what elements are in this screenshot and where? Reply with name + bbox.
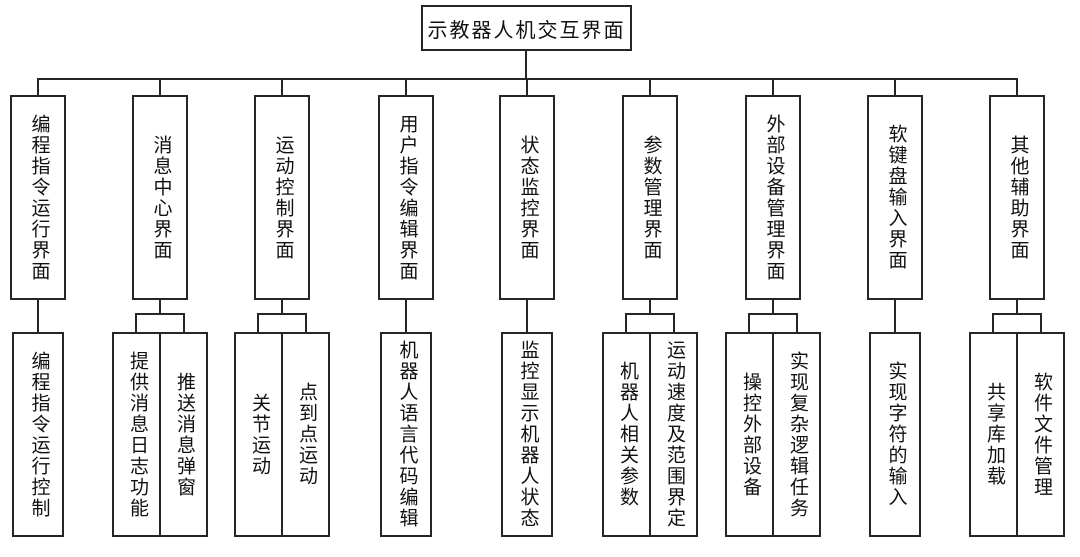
node-label: 运动控制界面	[272, 134, 294, 261]
node-label: 实现字符的输入	[885, 361, 907, 508]
node-label: 共享库加载	[983, 382, 1005, 487]
connector-bracket-drop	[183, 313, 185, 333]
node-message-popup: 推送消息弹窗	[159, 334, 206, 535]
connector-drop-col5	[526, 78, 528, 96]
connector-bracket-drop	[1040, 313, 1042, 333]
node-label: 其他辅助界面	[1007, 134, 1029, 261]
connector-bracket-drop	[625, 313, 627, 333]
connector-bracket-col7	[748, 313, 798, 315]
connector-stem-col2	[159, 298, 161, 315]
connector-drop-col9	[1016, 78, 1018, 96]
node-motion-control-ui: 运动控制界面	[254, 95, 310, 300]
node-label: 消息中心界面	[150, 134, 172, 261]
node-soft-keyboard-ui: 软键盘输入界面	[867, 95, 923, 300]
node-label: 操控外部设备	[739, 371, 761, 498]
connector-bracket-drop	[305, 313, 307, 333]
node-label: 状态监控界面	[517, 134, 539, 261]
node-char-input: 实现字符的输入	[869, 332, 921, 537]
root-label: 示教器人机交互界面	[427, 19, 626, 42]
connector-stem-col5	[526, 298, 528, 333]
node-pair-parameters: 机器人相关参数 运动速度及范围界定	[602, 332, 698, 537]
connector-bracket-col6	[625, 313, 675, 315]
node-label: 编程指令运行界面	[28, 113, 50, 282]
connector-bracket-drop	[796, 313, 798, 333]
connector-bracket-drop	[135, 313, 137, 333]
node-label: 编程指令运行控制	[28, 350, 50, 519]
node-ptp-motion: 点到点运动	[281, 334, 328, 535]
connector-stem-col8	[894, 298, 896, 333]
node-speed-range: 运动速度及范围界定	[649, 334, 696, 535]
node-label: 推送消息弹窗	[173, 371, 195, 498]
node-param-manage-ui: 参数管理界面	[622, 95, 678, 300]
connector-bracket-drop	[673, 313, 675, 333]
node-pair-motion-modes: 关节运动 点到点运动	[234, 332, 330, 537]
node-pair-external-device: 操控外部设备 实现复杂逻辑任务	[725, 332, 821, 537]
node-label: 机器人相关参数	[616, 361, 638, 508]
connector-bracket-col3	[257, 313, 307, 315]
node-label: 关节运动	[248, 392, 270, 477]
node-label: 机器人语言代码编辑	[396, 340, 418, 529]
node-label: 实现复杂逻辑任务	[786, 350, 808, 519]
node-robot-params: 机器人相关参数	[604, 334, 649, 535]
node-pair-aux-functions: 共享库加载 软件文件管理	[969, 332, 1065, 537]
node-label: 软键盘输入界面	[885, 124, 907, 271]
connector-drop-col3	[281, 78, 283, 96]
node-shared-lib-load: 共享库加载	[971, 334, 1016, 535]
node-software-file-manage: 软件文件管理	[1016, 334, 1063, 535]
node-robot-code-edit: 机器人语言代码编辑	[380, 332, 432, 537]
node-external-device-ui: 外部设备管理界面	[745, 95, 801, 300]
node-complex-logic-task: 实现复杂逻辑任务	[772, 334, 819, 535]
connector-stem-col7	[772, 298, 774, 315]
node-message-log-feature: 提供消息日志功能	[114, 334, 159, 535]
connector-stem-col3	[281, 298, 283, 315]
node-label: 监控显示机器人状态	[517, 340, 539, 529]
connector-stem-col1	[37, 298, 39, 333]
node-message-center-ui: 消息中心界面	[132, 95, 188, 300]
node-program-run-control: 编程指令运行控制	[12, 332, 64, 537]
node-label: 用户指令编辑界面	[396, 113, 418, 282]
connector-drop-col7	[772, 78, 774, 96]
node-label: 外部设备管理界面	[763, 113, 785, 282]
node-other-aux-ui: 其他辅助界面	[989, 95, 1045, 300]
connector-drop-col6	[649, 78, 651, 96]
diagram-root-node: 示教器人机交互界面	[421, 5, 632, 51]
node-robot-status-display: 监控显示机器人状态	[501, 332, 553, 537]
node-external-device-control: 操控外部设备	[727, 334, 772, 535]
connector-bracket-col9	[992, 313, 1042, 315]
connector-drop-col8	[894, 78, 896, 96]
connector-stem-col6	[649, 298, 651, 315]
connector-root-stem	[525, 49, 527, 78]
connector-drop-col1	[37, 78, 39, 96]
node-pair-message-functions: 提供消息日志功能 推送消息弹窗	[112, 332, 208, 537]
node-label: 提供消息日志功能	[126, 350, 148, 519]
connector-stem-col4	[405, 298, 407, 333]
connector-bracket-drop	[257, 313, 259, 333]
node-label: 软件文件管理	[1030, 371, 1052, 498]
connector-drop-col2	[159, 78, 161, 96]
connector-bracket-drop	[992, 313, 994, 333]
connector-stem-col9	[1016, 298, 1018, 315]
node-label: 参数管理界面	[640, 134, 662, 261]
connector-bracket-drop	[748, 313, 750, 333]
node-status-monitor-ui: 状态监控界面	[499, 95, 555, 300]
connector-bracket-col2	[135, 313, 185, 315]
node-label: 点到点运动	[295, 382, 317, 487]
node-user-command-edit-ui: 用户指令编辑界面	[378, 95, 434, 300]
connector-drop-col4	[405, 78, 407, 96]
node-program-run-ui: 编程指令运行界面	[10, 95, 66, 300]
node-joint-motion: 关节运动	[236, 334, 281, 535]
node-label: 运动速度及范围界定	[663, 340, 685, 529]
